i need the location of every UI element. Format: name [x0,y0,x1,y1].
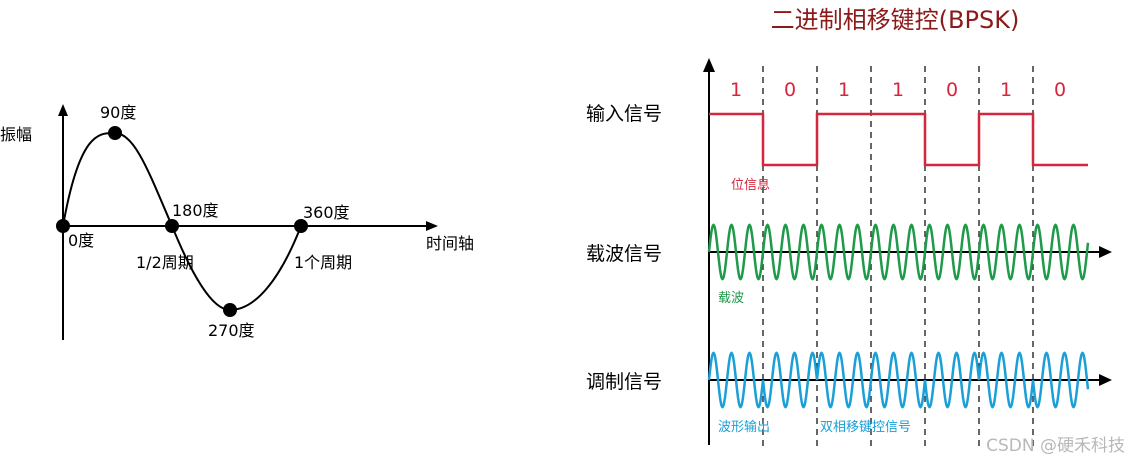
carrier-axis-arrow-icon [1099,246,1112,258]
amplitude-axis-arrow-icon [58,104,68,116]
time-axis-arrow-icon [426,221,438,231]
bit-label: 1 [892,79,904,101]
bit-labels: 1 0 1 1 0 1 0 [730,79,1066,101]
bit-label: 0 [946,79,958,101]
amplitude-label: 振幅 [0,125,32,144]
label-90: 90度 [100,103,136,122]
modulated-axis-arrow-icon [1099,374,1112,386]
bpsk-diagram: 输入信号 载波信号 调制信号 1 0 1 1 0 1 0 位信息 载波 波形输出 双相移键控… [586,58,1112,448]
label-360: 360度 [303,203,350,222]
row-label-modulated: 调制信号 [586,371,662,393]
bit-info-label: 位信息 [731,177,770,193]
half-period-label: 1/2周期 [136,253,194,272]
modulated-wave [707,351,1090,409]
row-label-carrier: 载波信号 [586,243,662,265]
input-signal-wave [709,112,1088,167]
vertical-axis-arrow-icon [703,58,715,72]
bit-label: 1 [730,79,742,101]
bit-label: 0 [1054,79,1066,101]
point-270 [223,303,237,317]
point-360 [294,219,308,233]
figure-title: 二进制相移键控(BPSK) [771,6,1020,34]
watermark: CSDN @硬禾科技 [986,436,1125,456]
sine-curve [62,131,302,312]
bit-label: 1 [838,79,850,101]
waveform-output-annotation: 波形输出 [718,419,770,435]
bit-label: 1 [1000,79,1012,101]
point-180 [165,219,179,233]
time-axis-label: 时间轴 [426,234,474,253]
bpsk-annotation: 双相移键控信号 [820,420,911,435]
carrier-wave [707,223,1090,281]
full-period-label: 1个周期 [294,253,352,272]
label-180: 180度 [172,201,219,220]
row-label-input: 输入信号 [586,103,662,125]
label-0: 0度 [68,231,94,250]
label-270: 270度 [208,321,255,340]
phase-diagram: 振幅 90度 0度 180度 360度 270度 1/2周期 1个周期 时间轴 [0,103,474,340]
carrier-annotation: 载波 [718,291,744,306]
bit-label: 0 [784,79,796,101]
point-90 [108,126,122,140]
point-0 [56,219,70,233]
